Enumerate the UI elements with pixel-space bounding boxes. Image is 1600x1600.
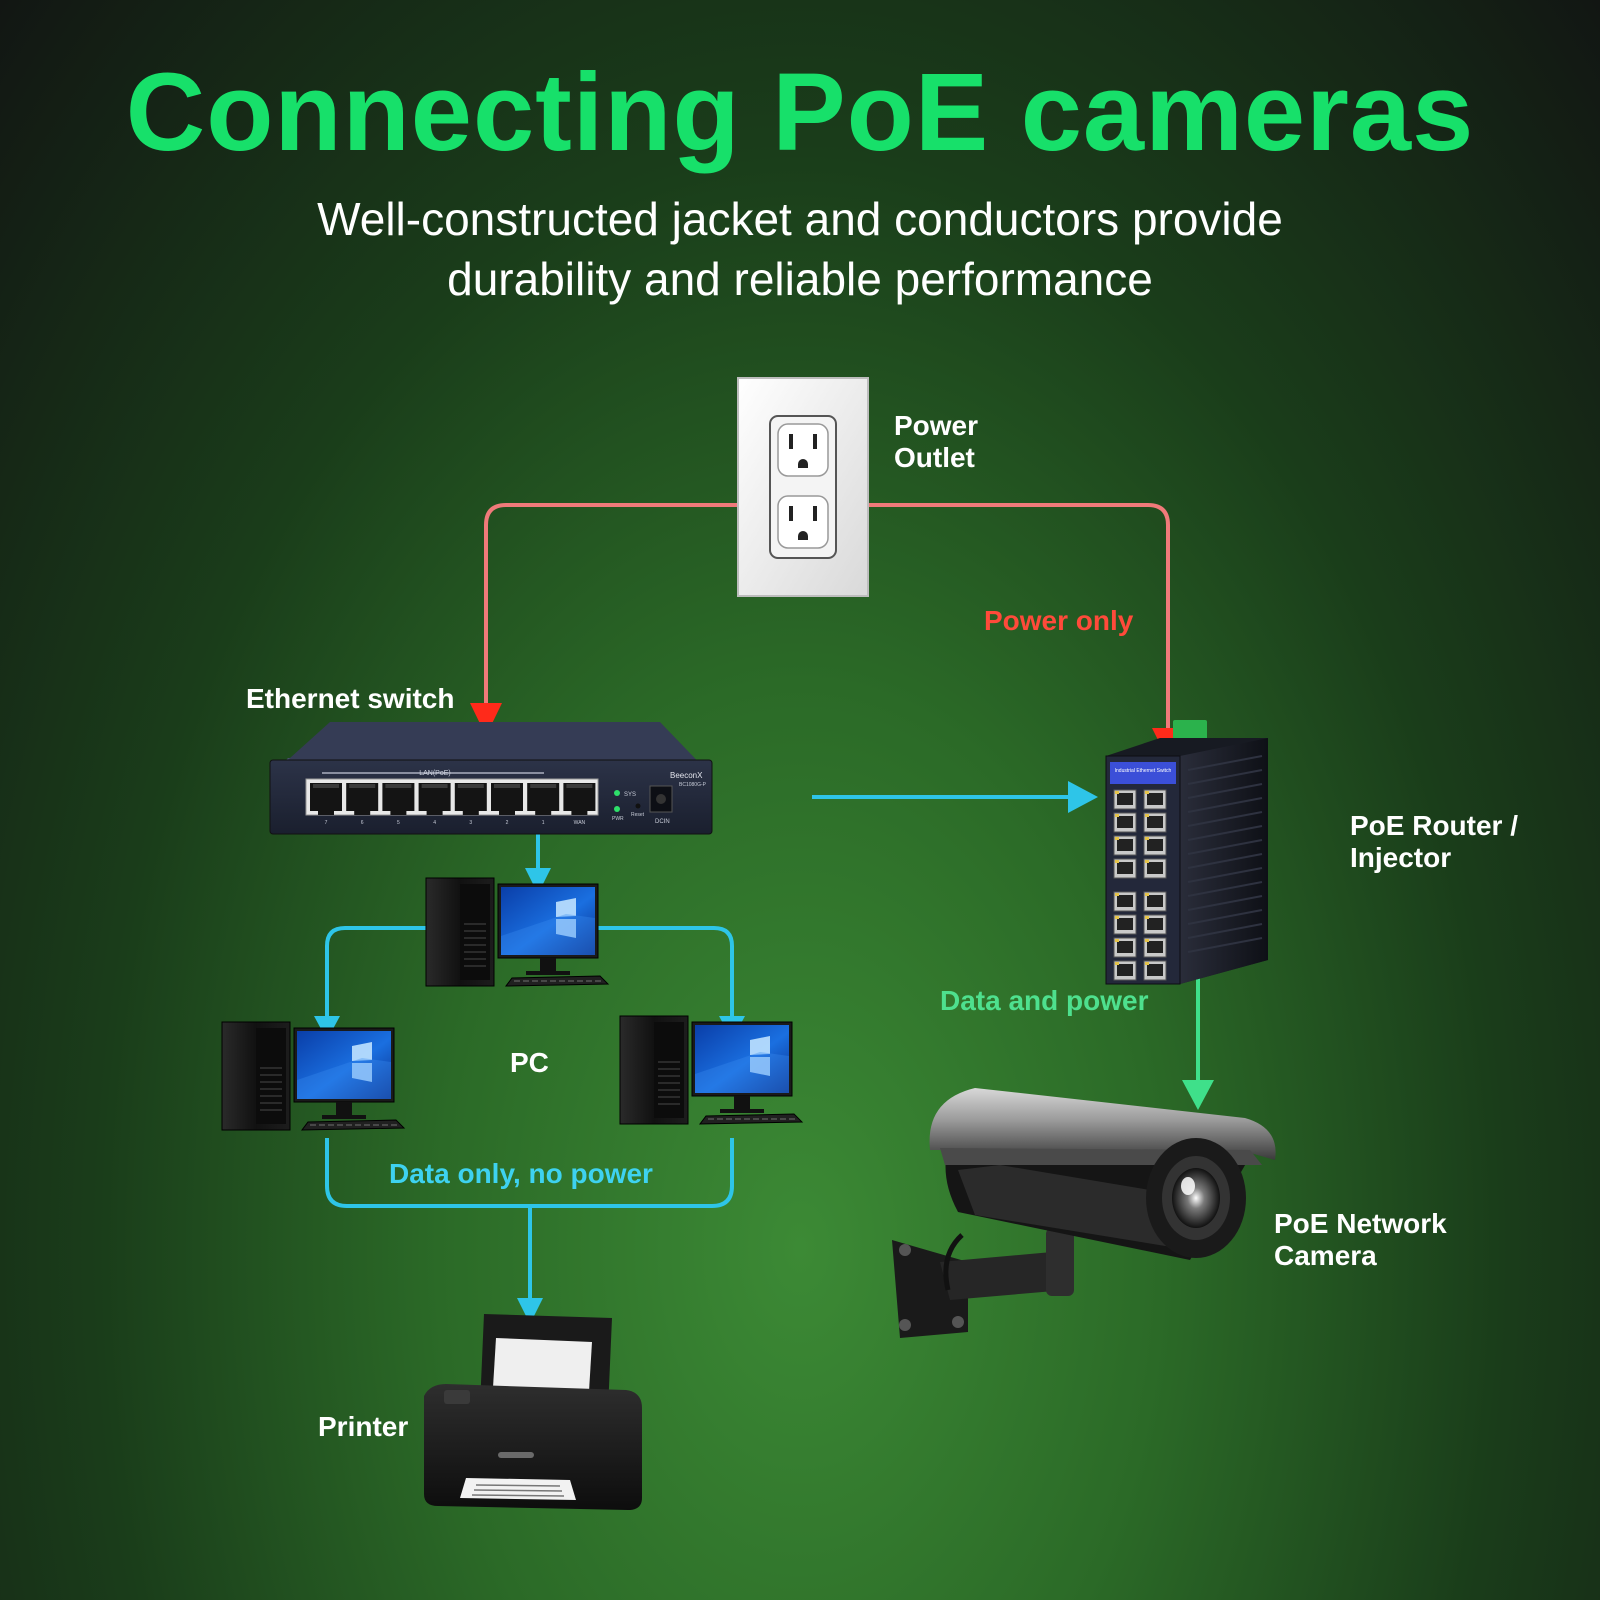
switch-led-pwr (614, 806, 620, 812)
camera-lens (1172, 1168, 1220, 1228)
data-arrow-router (1068, 781, 1098, 813)
switch-port-numbers: 7 6 5 4 3 2 1 WAN (325, 820, 586, 826)
label-poe-router-1: PoE Router / (1350, 810, 1519, 841)
switch-port-number: 2 (506, 820, 509, 826)
power-outlet (737, 377, 869, 597)
switch-brand: BeeconX (670, 771, 703, 780)
printer-control-button (444, 1390, 470, 1404)
pc-top (425, 877, 610, 987)
ethernet-switch: LAN(PoE) 7 6 5 4 3 2 1 WAN SYS PWR Reset DCIN B… (269, 722, 713, 835)
power-line-to-switch (484, 503, 738, 705)
switch-port-number: 1 (542, 820, 545, 826)
label-power-outlet-1: Power (894, 410, 979, 441)
label-power-outlet-2: Outlet (894, 442, 975, 473)
switch-led-sys (614, 790, 620, 796)
data-line-to-pc-right (596, 926, 734, 1018)
printer (424, 1314, 642, 1510)
camera-arm (940, 1252, 1066, 1300)
switch-port-number: WAN (574, 820, 586, 826)
switch-port-number: 6 (361, 820, 364, 826)
flow-label-data-and-power: Data and power (940, 985, 1149, 1016)
power-line-to-router (866, 503, 1170, 728)
pc-left (221, 1021, 406, 1131)
label-pc: PC (510, 1047, 549, 1078)
label-printer: Printer (318, 1411, 409, 1442)
switch-port-number: 3 (469, 820, 472, 826)
switch-port-number: 5 (397, 820, 400, 826)
data-power-arrow-camera (1182, 1080, 1214, 1110)
label-camera-1: PoE Network (1274, 1208, 1447, 1239)
page-title: Connecting PoE cameras (125, 51, 1475, 174)
printer-output-paper (460, 1478, 576, 1500)
switch-model: BC1080G-P (679, 782, 707, 788)
svg-text:Reset: Reset (631, 812, 645, 818)
svg-text:SYS: SYS (624, 792, 636, 798)
subtitle-line-1: Well-constructed jacket and conductors p… (317, 193, 1283, 245)
data-lines (314, 781, 1098, 1324)
outlet-socket-top (777, 423, 829, 477)
svg-text:DCIN: DCIN (655, 819, 670, 825)
svg-text:Industrial Ethernet Switch: Industrial Ethernet Switch (1115, 768, 1172, 774)
data-arrow-printer (517, 1298, 543, 1324)
flow-label-power-only: Power only (984, 605, 1134, 636)
power-arrow-switch (470, 703, 502, 736)
switch-reset-button (635, 803, 641, 809)
svg-text:PWR: PWR (612, 816, 624, 822)
router-terminal-block (1173, 720, 1207, 742)
switch-port-number: 4 (433, 820, 436, 826)
router-ports (1113, 789, 1167, 981)
poe-router: Industrial Ethernet Switch (1105, 720, 1268, 985)
label-poe-router-2: Injector (1350, 842, 1452, 873)
switch-port-number: 7 (325, 820, 328, 826)
outlet-socket-bottom (777, 495, 829, 549)
switch-port-group-label: LAN(PoE) (419, 770, 451, 777)
label-camera-2: Camera (1274, 1240, 1377, 1271)
data-line-to-pc-left (325, 926, 428, 1018)
pc-right (619, 1015, 804, 1125)
subtitle-line-2: durability and reliable performance (447, 253, 1153, 305)
poe-camera (892, 1088, 1276, 1338)
router-label-plate (1110, 762, 1176, 784)
data-arrow-pc-top (525, 868, 551, 894)
switch-ports (305, 778, 599, 816)
flow-label-data-only: Data only, no power (389, 1158, 653, 1189)
label-ethernet-switch: Ethernet switch (246, 683, 455, 714)
